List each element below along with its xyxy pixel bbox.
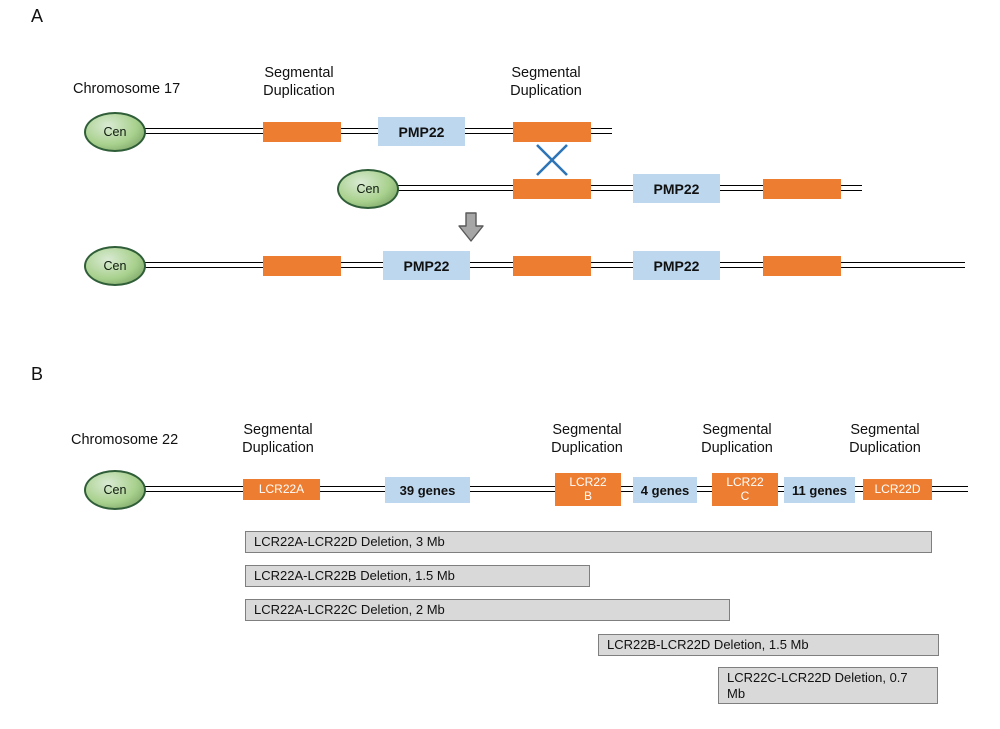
deletion-bar-a-b: LCR22A-LCR22B Deletion, 1.5 Mb	[245, 565, 590, 587]
chromosome-22-label: Chromosome 22	[71, 432, 179, 448]
genes-block-11: 11 genes	[784, 477, 855, 503]
panel-a-label: A	[31, 6, 44, 26]
segdup-block	[263, 256, 341, 276]
genes-39-label: 39 genes	[399, 482, 456, 498]
down-arrow-icon	[456, 211, 486, 243]
deletion-bar-c-d: LCR22C-LCR22D Deletion, 0.7 Mb	[718, 667, 938, 704]
segmental-duplication-label: Segmental Duplication	[849, 422, 921, 457]
centromere-label: Cen	[103, 259, 127, 273]
centromere: Cen	[84, 246, 146, 286]
lcr22d-label: LCR22D	[874, 481, 921, 496]
deletion-label: LCR22A-LCR22B Deletion, 1.5 Mb	[254, 567, 455, 583]
centromere-label: Cen	[103, 483, 127, 497]
centromere-label: Cen	[103, 125, 127, 139]
segdup-block	[513, 122, 591, 142]
segdup-block	[763, 179, 841, 199]
genes-11-label: 11 genes	[792, 482, 847, 498]
deletion-bar-a-d: LCR22A-LCR22D Deletion, 3 Mb	[245, 531, 932, 553]
deletion-label: LCR22A-LCR22C Deletion, 2 Mb	[254, 601, 445, 617]
segdup-block	[513, 179, 591, 199]
centromere: Cen	[337, 169, 399, 209]
segdup-block	[763, 256, 841, 276]
deletion-label: LCR22A-LCR22D Deletion, 3 Mb	[254, 533, 445, 549]
lcr22c-label: LCR22 C	[726, 474, 764, 503]
centromere-label: Cen	[356, 182, 380, 196]
chromosome-line	[140, 486, 968, 492]
deletion-bar-b-d: LCR22B-LCR22D Deletion, 1.5 Mb	[598, 634, 939, 656]
chromosome-17-label: Chromosome 17	[73, 81, 181, 97]
pmp22-label: PMP22	[653, 257, 700, 274]
centromere: Cen	[84, 112, 146, 152]
segmental-duplication-label: Segmental Duplication	[551, 422, 623, 457]
segdup-block	[513, 256, 591, 276]
chromosome-line	[390, 185, 862, 191]
pmp22-label: PMP22	[653, 180, 700, 197]
chromosome-line	[140, 128, 612, 134]
deletion-label: LCR22C-LCR22D Deletion, 0.7 Mb	[727, 670, 908, 702]
deletion-bar-a-c: LCR22A-LCR22C Deletion, 2 Mb	[245, 599, 730, 621]
pmp22-gene-block: PMP22	[383, 251, 470, 280]
lcr22c-block: LCR22 C	[712, 473, 778, 506]
crossover-x-icon	[534, 143, 570, 177]
genes-block-4: 4 genes	[633, 477, 697, 503]
centromere: Cen	[84, 470, 146, 510]
pmp22-label: PMP22	[398, 123, 445, 140]
panel-b-label: B	[31, 364, 44, 384]
pmp22-gene-block: PMP22	[633, 174, 720, 203]
pmp22-gene-block: PMP22	[378, 117, 465, 146]
lcr22d-block: LCR22D	[863, 479, 932, 500]
lcr22a-block: LCR22A	[243, 479, 320, 500]
genes-4-label: 4 genes	[640, 482, 690, 498]
deletion-label: LCR22B-LCR22D Deletion, 1.5 Mb	[607, 636, 809, 652]
segmental-duplication-label: Segmental Duplication	[701, 422, 773, 457]
lcr22b-block: LCR22 B	[555, 473, 621, 506]
lcr22b-label: LCR22 B	[569, 474, 607, 503]
segdup-block	[263, 122, 341, 142]
segmental-duplication-label: Segmental Duplication	[263, 65, 335, 100]
pmp22-gene-block: PMP22	[633, 251, 720, 280]
pmp22-label: PMP22	[403, 257, 450, 274]
segmental-duplication-label: Segmental Duplication	[242, 422, 314, 457]
lcr22a-label: LCR22A	[258, 481, 305, 496]
genes-block-39: 39 genes	[385, 477, 470, 503]
segmental-duplication-label: Segmental Duplication	[510, 65, 582, 100]
